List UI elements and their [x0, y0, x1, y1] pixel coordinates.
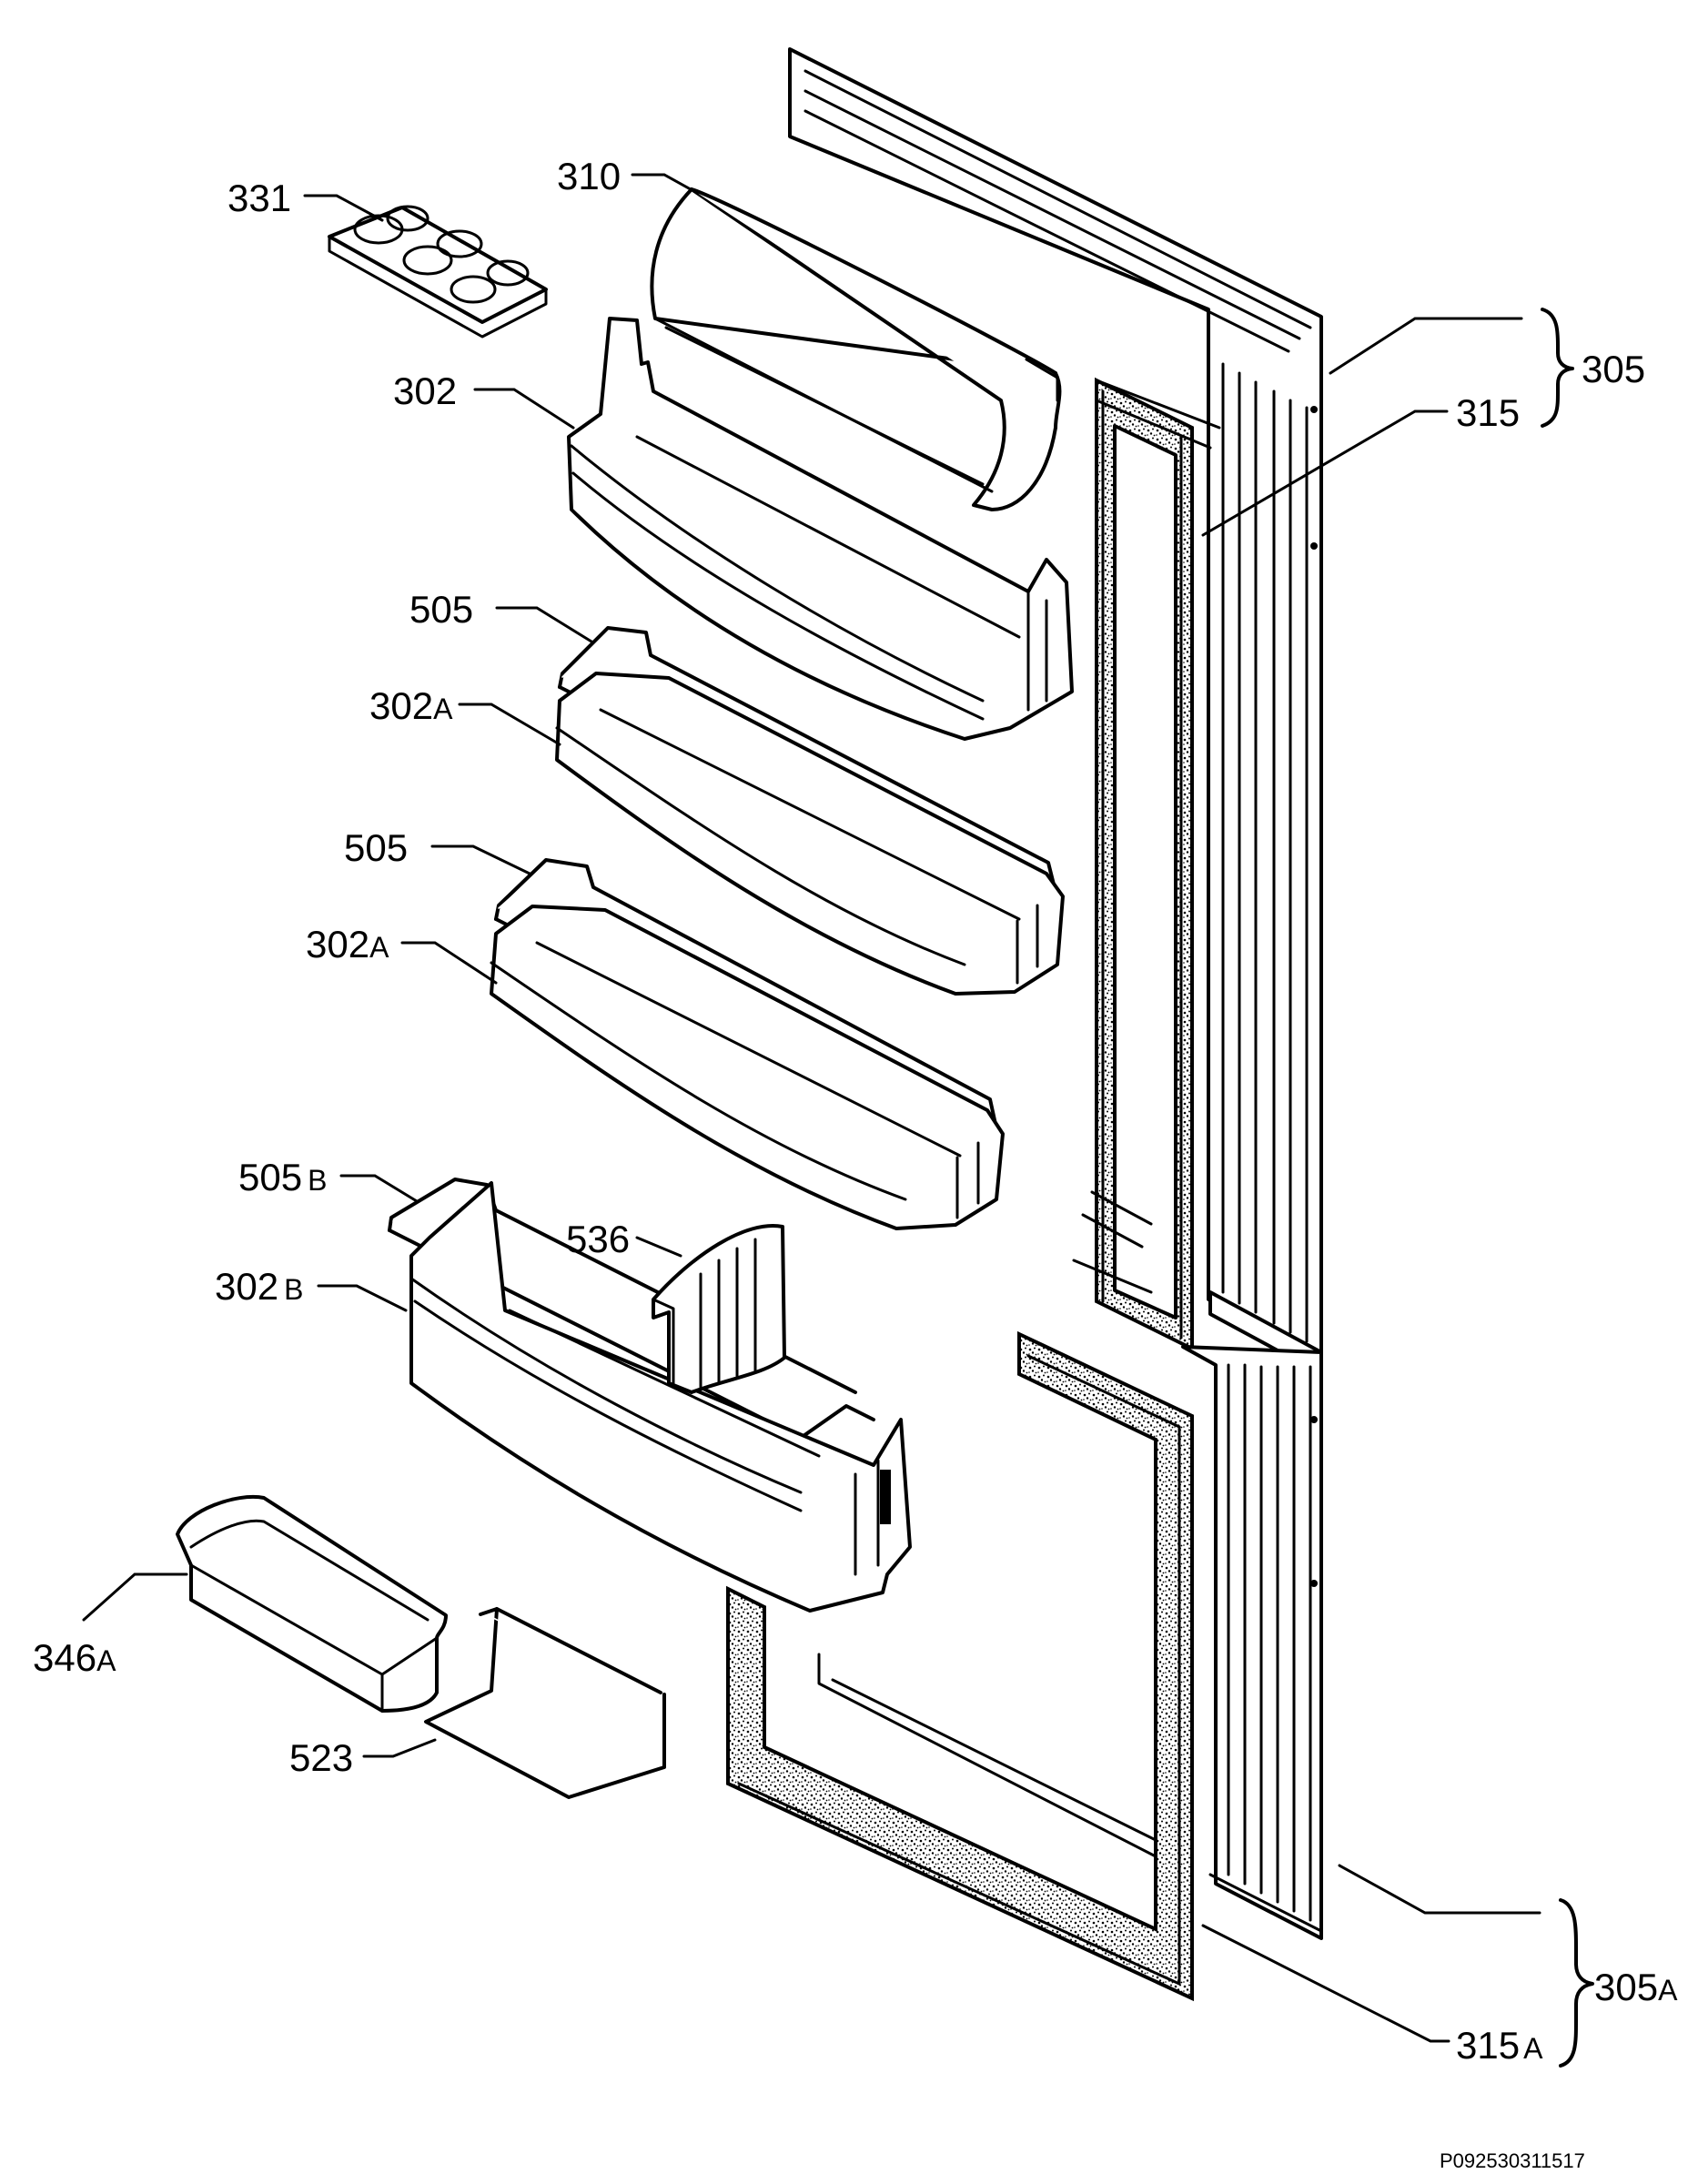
- door-balcony-302a-2: [490, 905, 1005, 1230]
- callout-315: 315: [1456, 391, 1520, 434]
- upper-door-gasket-315: [1072, 377, 1221, 1352]
- callout-331: 331: [227, 177, 291, 219]
- wire-rail-523: [424, 1607, 666, 1799]
- callout-302: 302: [393, 369, 457, 412]
- door-balcony-302b: [409, 1181, 912, 1613]
- lower-door-gasket-315a: [726, 1330, 1194, 2002]
- callout-536: 536: [566, 1218, 630, 1260]
- callout-505-2: 505: [344, 826, 408, 869]
- brace-305: [1541, 308, 1574, 428]
- callout-505-1: 505: [409, 588, 473, 631]
- door-balcony-302a-1: [555, 672, 1065, 996]
- callout-310: 310: [557, 155, 621, 197]
- leader-lines: [82, 173, 1541, 2043]
- dairy-flap-310: [650, 187, 1062, 511]
- callout-302a-1: 302A: [369, 684, 453, 727]
- egg-tray-331: [328, 205, 548, 339]
- callout-305a: 305A: [1594, 1966, 1678, 2008]
- callout-346a: 346A: [33, 1636, 116, 1679]
- callout-302a-2: 302A: [306, 923, 389, 966]
- butter-box-346a: [176, 1494, 448, 1713]
- callout-305: 305: [1582, 348, 1645, 390]
- door-shelf-302: [567, 317, 1074, 741]
- brace-305a: [1559, 1898, 1594, 2068]
- callout-523: 523: [289, 1736, 353, 1779]
- bottle-divider-536: [652, 1224, 786, 1394]
- lower-door-305a: [1181, 1345, 1323, 1940]
- drawing-code: P092530311517: [1440, 2149, 1585, 2172]
